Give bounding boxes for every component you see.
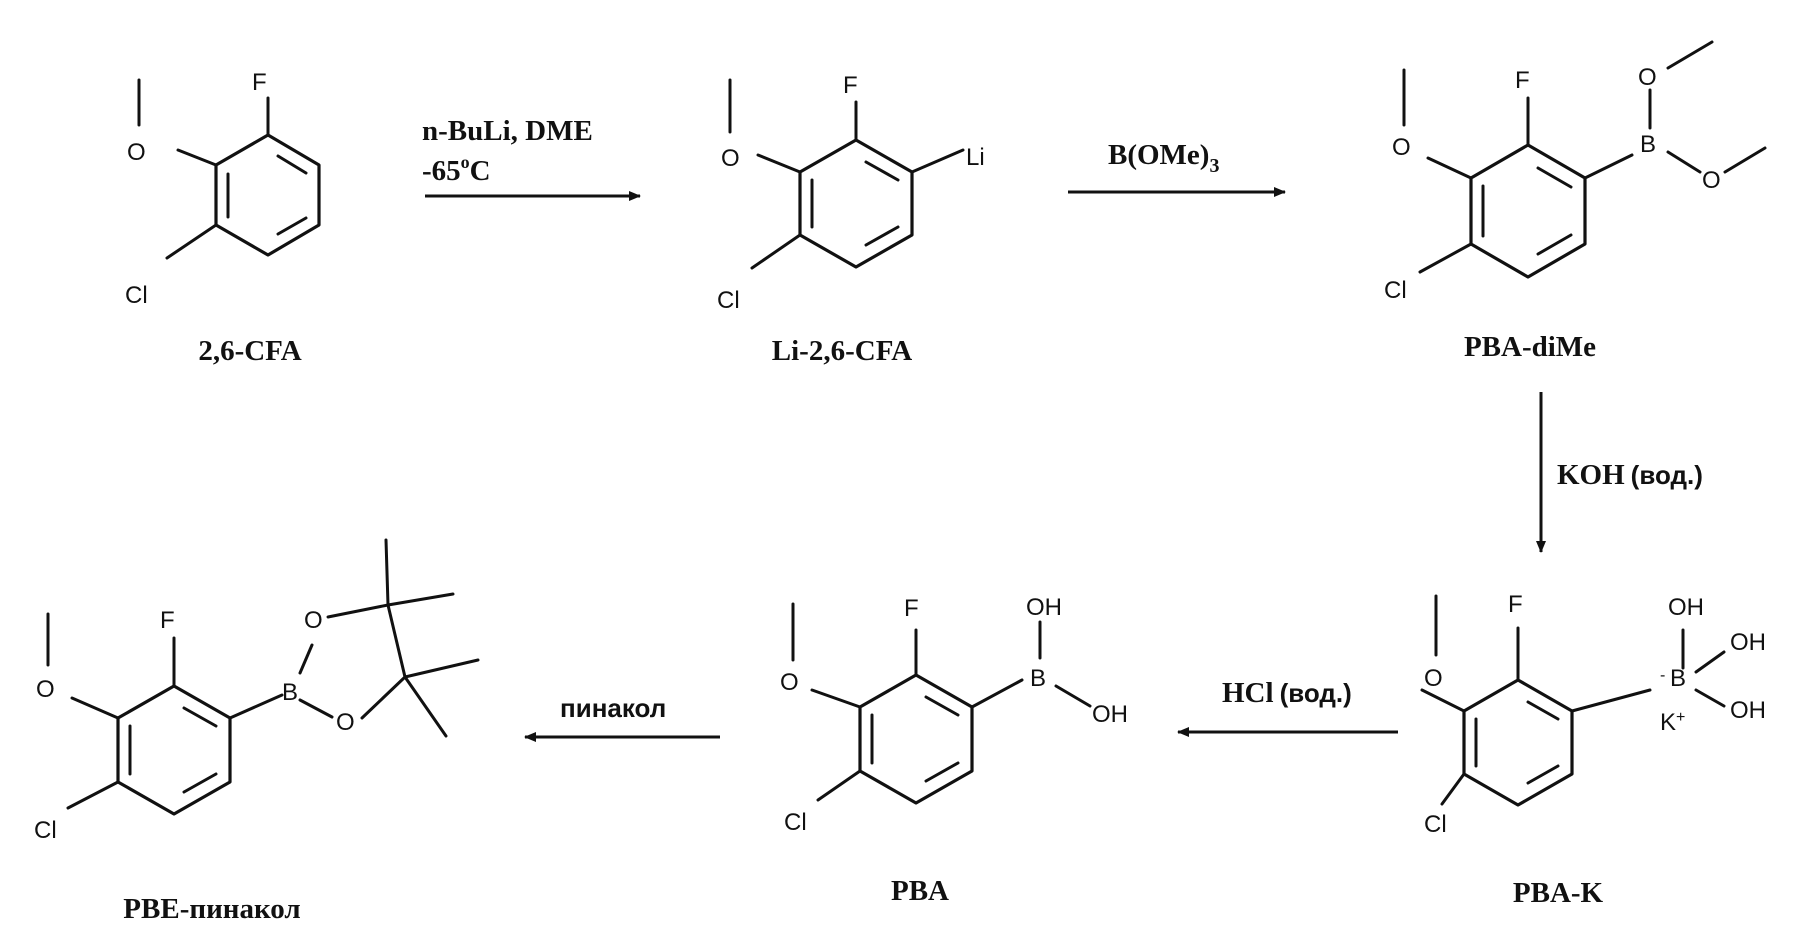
compound-name: PBA-diMe [1464,331,1596,363]
bond-c-o [810,688,862,709]
bond-c-cl [1440,772,1466,806]
bond-c-cl [816,769,862,802]
compound-pba: F B OH OH O Cl PBA [780,594,1128,907]
bond-c-b [228,693,284,720]
atom-oh-lower: OH [1730,697,1766,724]
atom-b: B [1030,665,1046,692]
compound-name: PBA-K [1513,877,1604,909]
benzene-ring [214,133,321,257]
atom-f: F [1508,591,1523,618]
reaction-arrow-3: KOH(вод.) [1536,392,1703,553]
atom-o: O [1424,665,1443,692]
bond-c-cl [165,223,218,260]
bond-methyl-1 [384,538,390,607]
bond-c-o [176,148,218,167]
bond-o-ch3-right [1723,146,1767,174]
compound-name: PBE-пинакол [123,893,300,925]
reagent-label: пинакол [560,693,666,723]
reaction-arrow-5: пинакол [524,693,720,742]
atom-cl: Cl [784,809,807,836]
atom-cl: Cl [125,282,148,309]
bond-c-b [970,678,1024,709]
atom-oh-right: OH [1092,701,1128,728]
compound-pbe-pinacol: F B O O O Cl PBE-пинакол [34,538,480,925]
benzene-ring [798,138,914,269]
atom-cl: Cl [1384,277,1407,304]
bond-o-ch3-top [1666,40,1714,70]
bond-c-cl [750,233,802,270]
bond-c-o [70,696,120,720]
benzene-ring [1462,678,1574,807]
compound-2-6-cfa: F O Cl 2,6-CFA [125,69,321,367]
atom-oh-top: OH [1668,594,1704,621]
atom-o-upper: O [304,607,323,634]
atom-li: Li [966,144,985,171]
atom-f: F [904,595,919,622]
reagent-label: HCl(вод.) [1222,677,1352,709]
bond-c-li [910,148,965,174]
atom-oh-upper: OH [1730,629,1766,656]
pinacol-ring [298,603,407,720]
bond-c-o [1426,156,1473,180]
atom-o-right: O [1702,167,1721,194]
reagent-temperature: -65oC [422,152,491,187]
bond-c-o [756,153,802,174]
reagent-label: B(OMe)3 [1108,139,1219,177]
compound-pba-k: F OH OH OH - B K+ O Cl PBA-K [1420,591,1766,909]
atom-b: B [1670,665,1686,692]
atom-o: O [780,669,799,696]
atom-oh-top: OH [1026,594,1062,621]
atom-cl: Cl [34,817,57,844]
bond-methyl-2 [386,592,455,607]
atom-f: F [252,69,267,96]
atom-f: F [843,72,858,99]
compound-name: PBA [891,875,949,907]
compound-name: 2,6-CFA [198,335,301,367]
compound-li-2-6-cfa: F Li O Cl Li-2,6-CFA [717,72,985,367]
bond-methyl-3 [403,658,480,679]
bond-b-oh-lower [1694,688,1726,708]
bond-c-b [1583,153,1634,180]
atom-o: O [36,676,55,703]
atom-f: F [1515,67,1530,94]
bond-b-oh-right [1054,684,1092,708]
atom-o: O [721,145,740,172]
compound-name: Li-2,6-CFA [772,335,912,367]
benzene-ring [858,673,974,805]
atom-k: K+ [1660,709,1685,736]
atom-o-lower: O [336,709,355,736]
bond-c-o [1420,688,1466,713]
reagent-label: KOH(вод.) [1557,459,1703,491]
atom-cl: Cl [1424,811,1447,838]
reaction-arrow-4: HCl(вод.) [1177,677,1398,737]
bond-c-cl [66,780,120,810]
reagent-label: n-BuLi, DME [422,115,593,147]
atom-o: O [127,139,146,166]
benzene-ring [1469,143,1587,279]
atom-o: O [1392,134,1411,161]
atom-o-top: O [1638,64,1657,91]
bond-b-o-right [1666,150,1702,174]
reaction-arrow-2: B(OMe)3 [1068,139,1286,197]
atom-b: B [282,679,298,706]
charge-minus: - [1660,667,1665,684]
bond-c-cl [1418,242,1473,274]
bond-b-oh-upper [1694,650,1726,674]
reaction-arrow-1: n-BuLi, DME -65oC [422,115,641,201]
atom-cl: Cl [717,287,740,314]
benzene-ring [116,684,232,816]
atom-b: B [1640,131,1656,158]
bond-methyl-4 [403,675,448,738]
bond-c-b [1570,688,1652,713]
atom-f: F [160,607,175,634]
compound-pba-dime: F B O O O Cl PBA-diMe [1384,40,1767,363]
